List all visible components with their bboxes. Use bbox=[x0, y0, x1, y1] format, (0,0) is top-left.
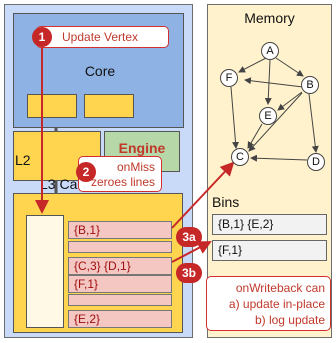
edge-a-e bbox=[264, 59, 272, 105]
cache-line-row: {B,1} bbox=[68, 221, 172, 239]
bin-entry: {F,1} bbox=[212, 240, 327, 261]
onwriteback-line-3: b) log update bbox=[254, 313, 325, 327]
core-label: Core bbox=[84, 63, 116, 79]
onwriteback-line-1: onWriteback can bbox=[235, 281, 325, 295]
onwriteback-callout: onWriteback can a) update in-place b) lo… bbox=[206, 276, 331, 331]
cache-line-row: {F,1} bbox=[68, 275, 172, 293]
engine-label: Engine bbox=[118, 140, 166, 156]
graph-node-c: C bbox=[231, 148, 249, 166]
edge-b-e bbox=[277, 91, 303, 111]
graph-node-a: A bbox=[261, 42, 279, 60]
onwriteback-line-2: a) update in-place bbox=[228, 297, 325, 311]
edge-e-c bbox=[247, 123, 263, 149]
step-2-badge: 2 bbox=[76, 162, 96, 182]
l2-label: L2 bbox=[15, 152, 31, 168]
step-3a-badge: 3a bbox=[176, 227, 202, 247]
core-l1-cache-left bbox=[27, 94, 77, 118]
update-vertex-text: Update Vertex bbox=[62, 30, 139, 44]
edge-a-f bbox=[238, 56, 269, 73]
bin-entry: {B,1} {E,2} bbox=[212, 214, 327, 235]
graph-node-b: B bbox=[301, 76, 319, 94]
graph-node-f: F bbox=[220, 69, 238, 87]
edge-b-f bbox=[244, 77, 304, 88]
writeback-log-arrow bbox=[171, 241, 212, 263]
writeback-inplace-arrow bbox=[171, 161, 235, 229]
step-3b-badge: 3b bbox=[176, 263, 202, 283]
memory-title: Memory bbox=[244, 10, 295, 26]
graph-node-e: E bbox=[259, 107, 277, 125]
l3-tag-column bbox=[26, 215, 64, 328]
step-1-badge: 1 bbox=[32, 27, 52, 47]
cache-line-row-empty bbox=[68, 294, 172, 306]
edge-f-c bbox=[230, 86, 239, 149]
graph-node-d: D bbox=[307, 153, 325, 171]
edge-b-c bbox=[248, 92, 303, 152]
cache-line-row-empty bbox=[68, 241, 172, 253]
core-l1-cache-right bbox=[84, 94, 134, 118]
bins-label: Bins bbox=[212, 194, 240, 210]
edge-b-d bbox=[308, 93, 319, 153]
update-vertex-callout: Update Vertex bbox=[36, 26, 169, 48]
cache-line-row: {C,3} {D,1} bbox=[68, 257, 172, 275]
onmiss-line-2: zeroes lines bbox=[90, 175, 155, 189]
cache-line-row: {E,2} bbox=[68, 310, 172, 328]
onmiss-line-1: onMiss bbox=[116, 160, 155, 174]
edge-d-c bbox=[250, 154, 308, 162]
edge-a-b bbox=[275, 57, 304, 77]
